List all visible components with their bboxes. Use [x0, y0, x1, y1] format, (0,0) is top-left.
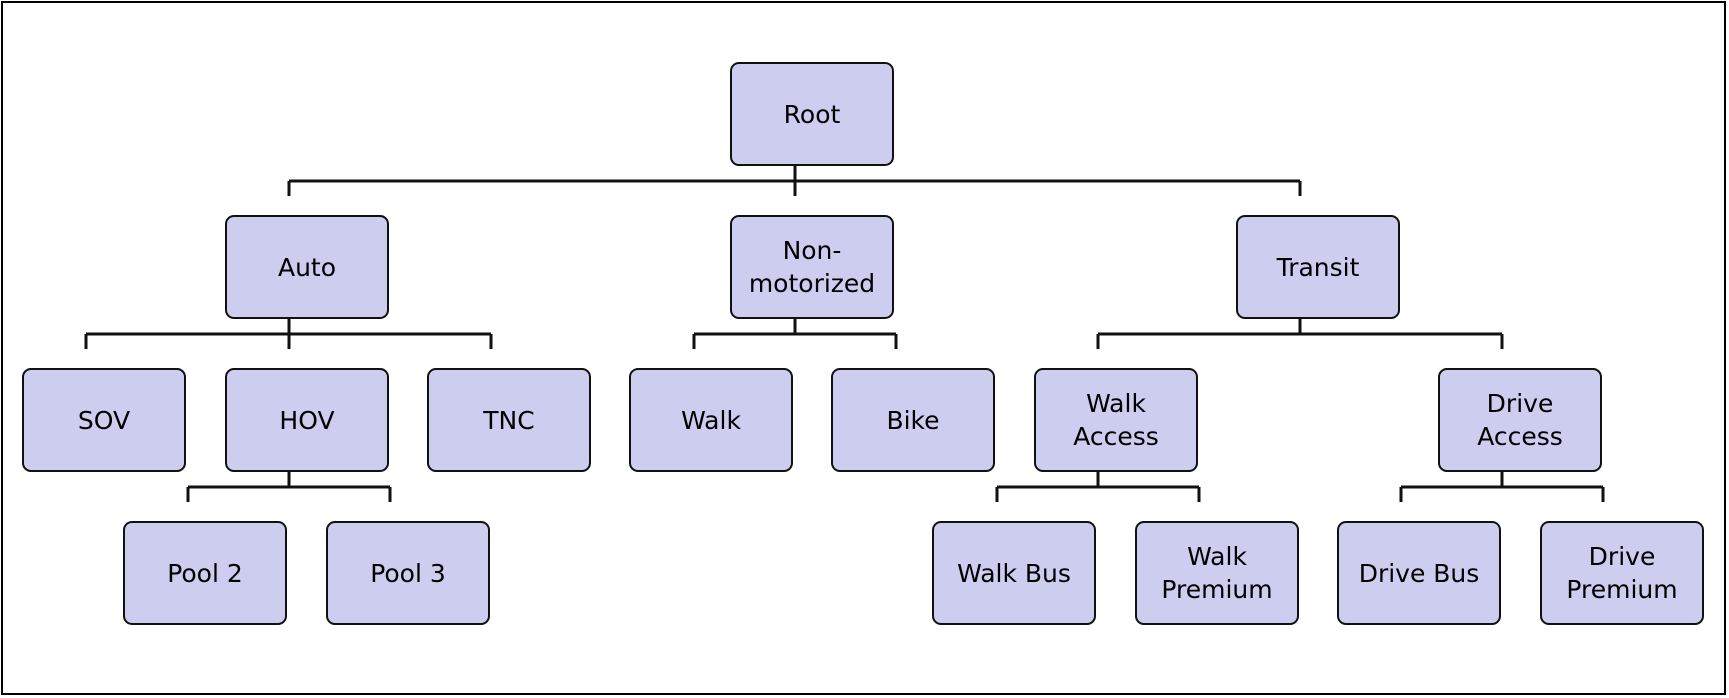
node-hov: HOV: [225, 368, 389, 472]
node-walk: Walk: [629, 368, 793, 472]
connector-root: [287, 166, 1302, 196]
connector-transit: [1096, 318, 1504, 349]
node-drive-bus: Drive Bus: [1337, 521, 1501, 625]
node-pool-3: Pool 3: [326, 521, 490, 625]
node-walk-bus: Walk Bus: [932, 521, 1096, 625]
node-transit: Transit: [1236, 215, 1400, 319]
node-walk-access: Walk Access: [1034, 368, 1198, 472]
node-bike: Bike: [831, 368, 995, 472]
node-auto: Auto: [225, 215, 389, 319]
connector-hov: [186, 471, 392, 502]
connector-nonmotorized: [692, 318, 898, 349]
node-drive-access: Drive Access: [1438, 368, 1602, 472]
node-nonmotorized: Non- motorized: [730, 215, 894, 319]
node-drive-premium: Drive Premium: [1540, 521, 1704, 625]
node-sov: SOV: [22, 368, 186, 472]
node-walk-premium: Walk Premium: [1135, 521, 1299, 625]
node-root: Root: [730, 62, 894, 166]
connector-drive-access: [1399, 471, 1605, 502]
connector-walk-access: [995, 471, 1201, 502]
connector-auto: [84, 318, 493, 349]
node-tnc: TNC: [427, 368, 591, 472]
node-pool-2: Pool 2: [123, 521, 287, 625]
